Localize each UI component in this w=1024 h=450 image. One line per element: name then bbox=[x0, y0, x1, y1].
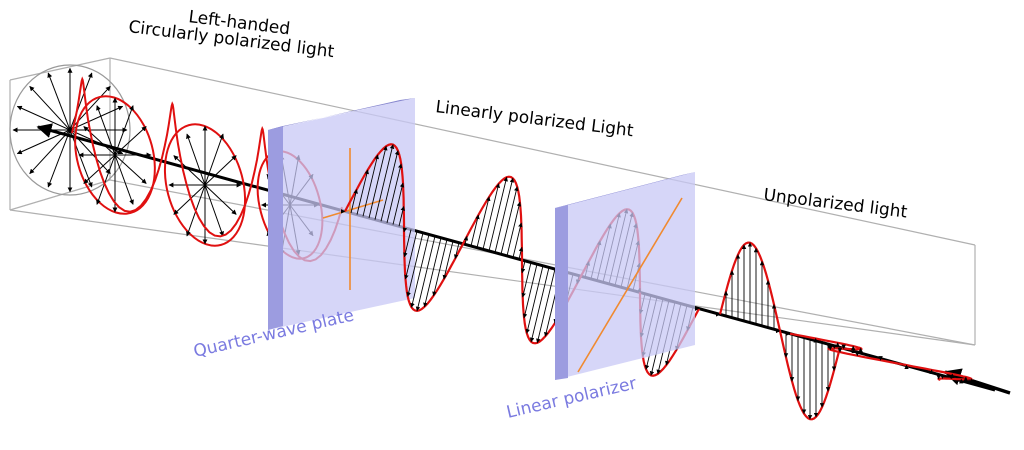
beam-box bbox=[9, 57, 976, 346]
circular-loop bbox=[74, 95, 156, 215]
circular-loop bbox=[12, 67, 128, 193]
linear-polarizer bbox=[555, 172, 695, 380]
label-linear-polarizer: Linear polarizer bbox=[505, 374, 639, 423]
quarter-wave-plate bbox=[268, 98, 415, 330]
unpolarized-wave bbox=[718, 241, 974, 421]
label-unpolarized: Unpolarized light bbox=[762, 185, 908, 223]
circular-loop bbox=[163, 123, 247, 247]
end-circle bbox=[9, 64, 131, 196]
